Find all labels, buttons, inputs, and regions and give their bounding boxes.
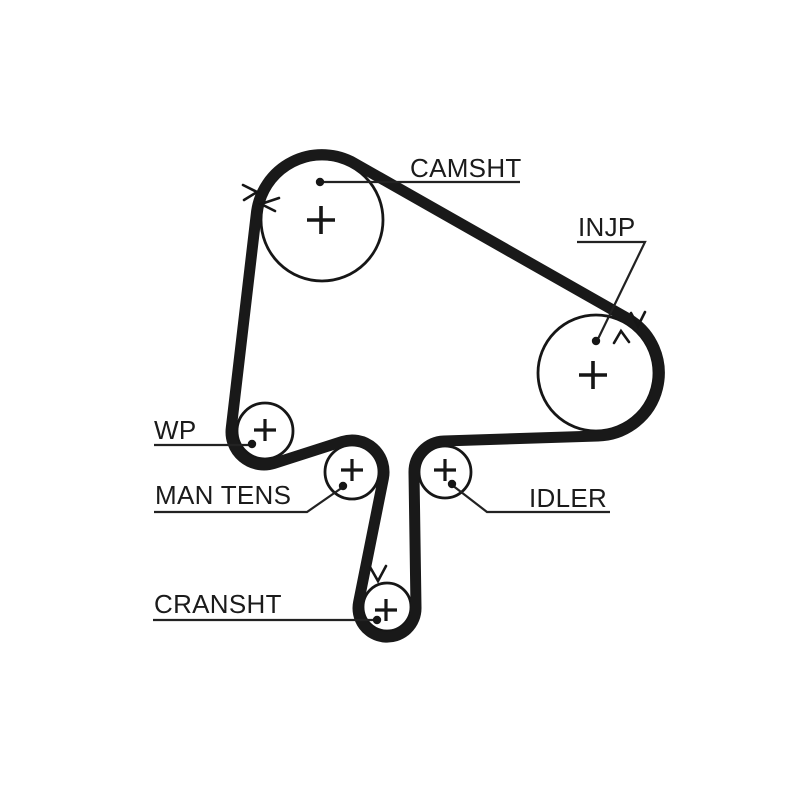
camshaft-center-cross (307, 206, 335, 234)
manual-tensioner-center-cross (341, 459, 363, 481)
injection-pump-center-cross (579, 361, 607, 389)
water-pump-center-cross (254, 419, 276, 441)
belt-arrow-injection-upper-icon (629, 310, 647, 329)
injection-pump-leader-dot (591, 336, 601, 346)
injection-pump-leader-line (577, 240, 647, 342)
idler-leader-line (451, 484, 610, 514)
camshaft-leader-dot (315, 177, 325, 187)
belt-arrow-injection-lower-icon (612, 328, 631, 345)
idler-center-cross (434, 459, 456, 481)
manual-tensioner-leader-line (154, 486, 344, 514)
label-crankshaft: CRANSHT (154, 589, 282, 619)
belt-arrow-crankshaft-icon (368, 564, 388, 584)
label-injection-pump: INJP (578, 212, 636, 242)
water-pump-leader-dot (247, 439, 257, 449)
label-water-pump: WP (154, 415, 197, 445)
manual-tensioner-leader-dot (338, 481, 348, 491)
crankshaft-leader-dot (372, 615, 382, 625)
label-idler: IDLER (529, 483, 608, 513)
label-manual-tensioner: MAN TENS (155, 480, 292, 510)
label-camshaft: CAMSHT (410, 153, 522, 183)
injection-pump-pulley (536, 313, 656, 433)
crankshaft-center-cross (375, 599, 397, 621)
belt-arrow-camshaft-right-icon (257, 196, 281, 213)
belt-arrow-camshaft-left-icon (241, 183, 260, 202)
idler-leader-dot (447, 479, 457, 489)
water-pump-pulley (235, 401, 295, 461)
timing-belt (225, 149, 665, 643)
